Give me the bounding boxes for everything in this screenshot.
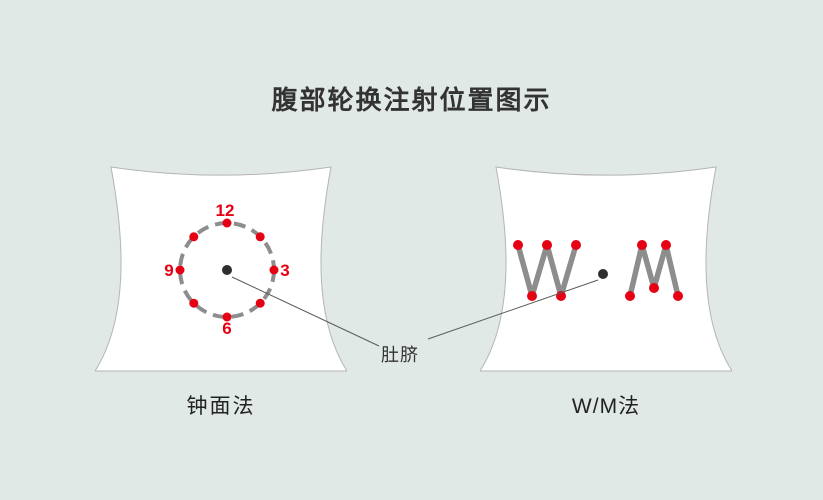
w-dot-3 — [542, 240, 552, 250]
m-dot-2 — [637, 240, 647, 250]
injection-dot-nw — [189, 232, 199, 242]
injection-dot-6 — [222, 312, 232, 322]
left-abdomen-figure: 12 3 6 9 — [95, 166, 347, 372]
clock-number-9: 9 — [164, 261, 173, 280]
injection-dot-sw — [189, 298, 199, 308]
injection-dot-se — [255, 298, 265, 308]
injection-dot-12 — [222, 218, 232, 228]
m-dot-4 — [661, 240, 671, 250]
method-label-wm: W/M法 — [571, 395, 641, 418]
w-dot-1 — [513, 240, 523, 250]
injection-dot-3 — [269, 265, 279, 275]
m-dot-5 — [673, 291, 683, 301]
navel-label: 肚脐 — [381, 345, 419, 365]
injection-dot-ne — [255, 232, 265, 242]
m-dot-1 — [625, 291, 635, 301]
w-dot-2 — [527, 291, 537, 301]
method-label-clock: 钟面法 — [186, 395, 256, 418]
abdomen-outline — [95, 166, 347, 372]
w-dot-4 — [556, 291, 566, 301]
page-title: 腹部轮换注射位置图示 — [271, 85, 552, 115]
clock-number-12: 12 — [216, 201, 235, 220]
clock-number-3: 3 — [280, 261, 289, 280]
w-dot-5 — [571, 240, 581, 250]
m-shape — [625, 240, 683, 301]
navel-dot-right — [598, 269, 608, 279]
m-dot-3 — [649, 283, 659, 293]
injection-dot-9 — [175, 265, 185, 275]
clock-number-6: 6 — [222, 319, 231, 338]
abdomen-outline — [480, 166, 732, 372]
navel-dot-left — [222, 265, 232, 275]
right-abdomen-figure — [480, 166, 732, 372]
